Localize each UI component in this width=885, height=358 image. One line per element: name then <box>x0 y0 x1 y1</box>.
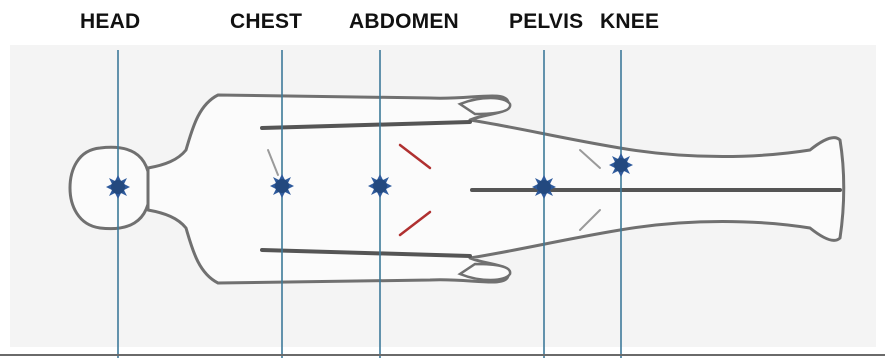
label-head: HEAD <box>80 10 140 34</box>
label-knee: KNEE <box>600 10 659 34</box>
knee-marker-icon <box>609 153 633 177</box>
label-pelvis: PELVIS <box>509 10 583 34</box>
chest-marker-icon <box>270 174 294 198</box>
pelvis-marker-icon <box>532 175 556 199</box>
label-abdomen: ABDOMEN <box>349 10 459 34</box>
label-chest: CHEST <box>230 10 302 34</box>
head-marker-icon <box>106 175 130 199</box>
abdomen-marker-icon <box>368 174 392 198</box>
